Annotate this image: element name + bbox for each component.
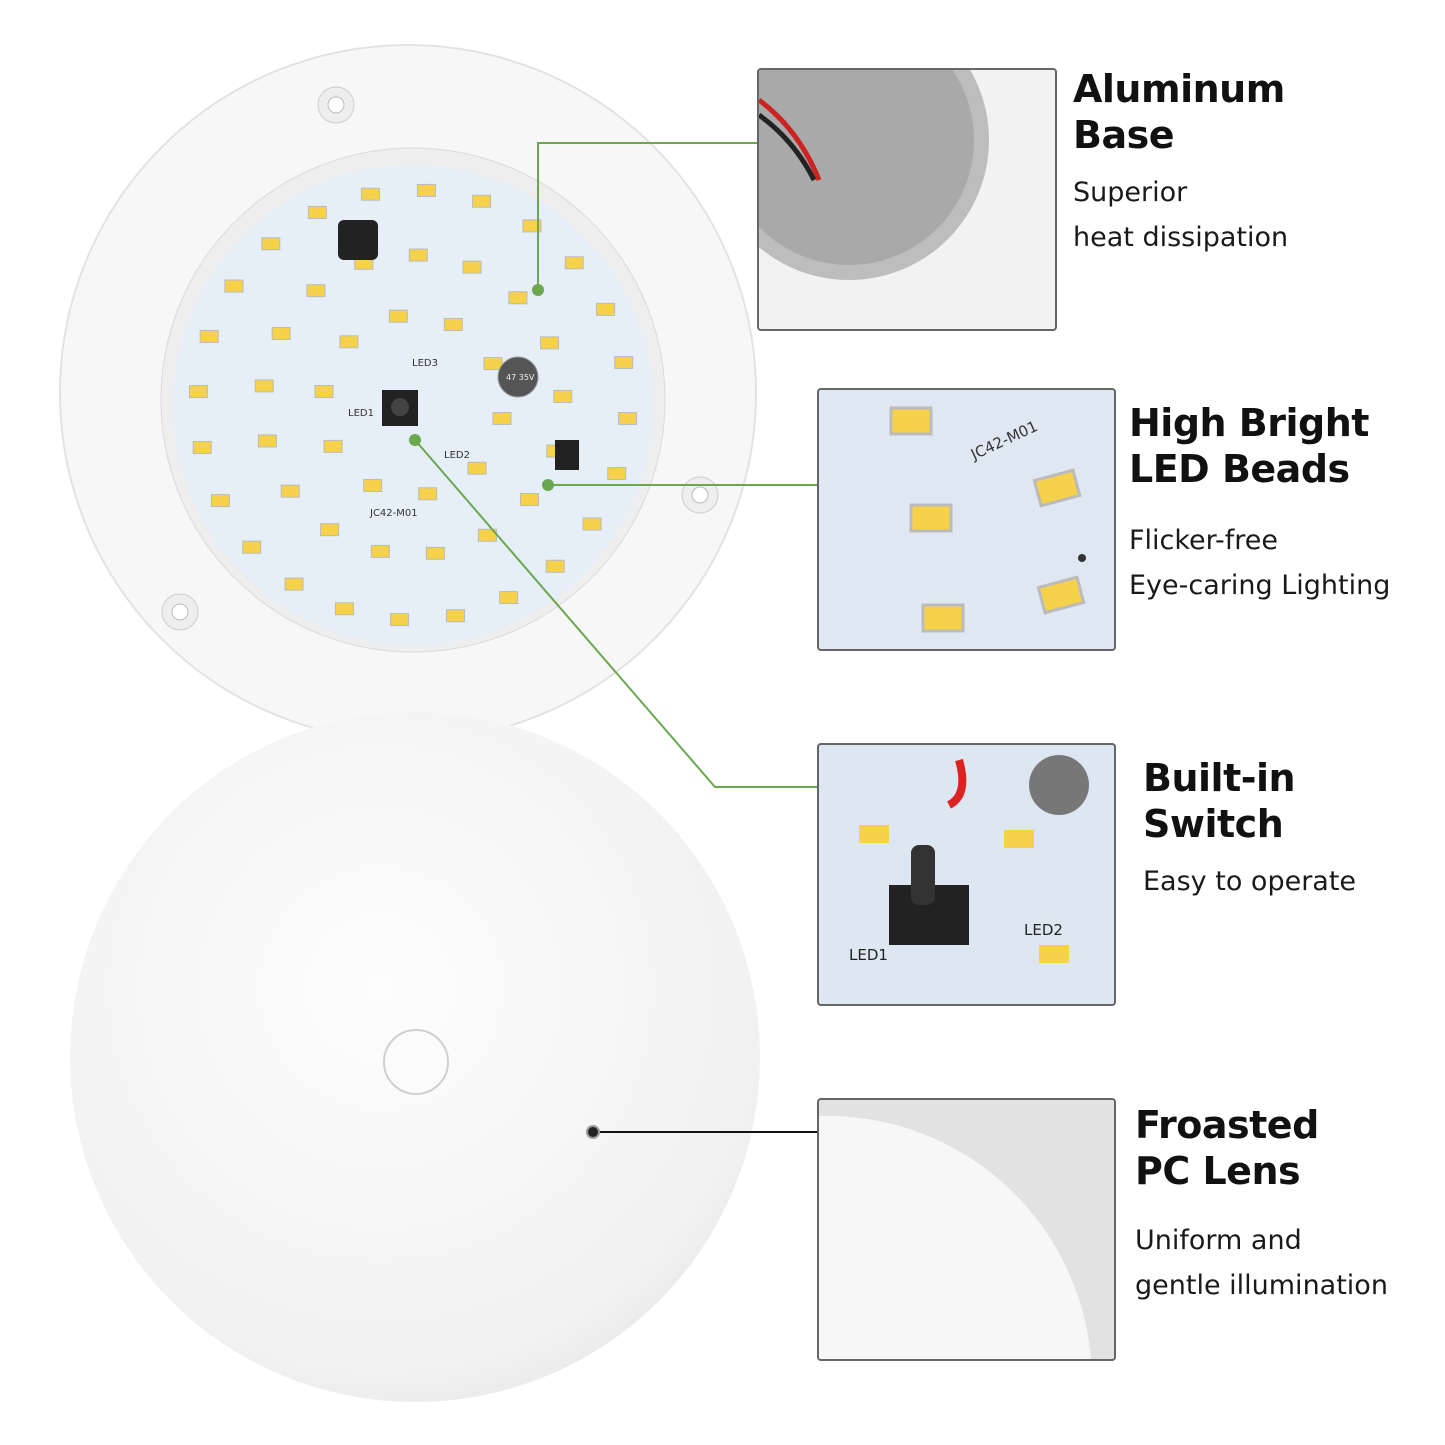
led-bead (443, 318, 463, 332)
led-bead (408, 248, 428, 262)
led-bead (388, 309, 408, 323)
feature-desc: Uniform and (1135, 1225, 1302, 1256)
pcb-label: LED2 (1024, 921, 1063, 939)
feature-desc: Easy to operate (1143, 866, 1357, 897)
led-bead (596, 302, 616, 316)
led-bead (618, 411, 638, 425)
feature-desc: Eye-caring Lighting (1129, 570, 1391, 601)
led-bead (508, 291, 528, 305)
led-bead (261, 237, 281, 251)
led-bead (472, 194, 492, 208)
led-bead (390, 613, 410, 627)
led-bead (540, 336, 560, 350)
led-beads (188, 183, 638, 627)
led-bead (254, 379, 274, 393)
feature-title: PC Lens (1135, 1149, 1301, 1193)
pcb-label: JC42-M01 (369, 508, 418, 519)
led-bead (446, 609, 466, 623)
feature-title: Aluminum (1073, 67, 1285, 111)
pcb-label: LED1 (849, 946, 888, 964)
pcb-label: JC42-M01 (967, 417, 1040, 464)
led-bead (553, 389, 573, 403)
led-bead (522, 219, 542, 233)
callout-lines (409, 142, 817, 1139)
led-beads-closeup: JC42-M01 (817, 388, 1116, 651)
led-bead (314, 385, 334, 399)
pcb-label: LED2 (444, 450, 470, 461)
led-bead (210, 494, 230, 508)
feature-desc: heat dissipation (1073, 222, 1289, 253)
led-bead (499, 591, 519, 605)
feature-title: Base (1073, 113, 1175, 157)
feature-title: High Bright (1129, 401, 1369, 445)
led-bead (199, 329, 219, 343)
led-bead (257, 434, 277, 448)
pcb-board: JC42-M01 LED1 LED2 LED3 47 35V (173, 165, 653, 645)
led-bead (483, 357, 503, 371)
lens-closeup (817, 1098, 1116, 1361)
led-bead (564, 256, 584, 270)
feature-desc: gentle illumination (1135, 1270, 1388, 1301)
led-bead (307, 205, 327, 219)
lens-switch-button (383, 1029, 449, 1095)
pcb-label: 47 35V (506, 373, 535, 382)
led-bead (363, 478, 383, 492)
led-bead (224, 279, 244, 293)
led-bead (320, 523, 340, 537)
led-bead (242, 540, 262, 554)
feature-desc: Flicker-free (1129, 525, 1279, 556)
aluminum-base-closeup (757, 68, 1057, 331)
pcb-label: LED1 (348, 408, 374, 419)
led-bead (192, 441, 212, 455)
led-bead (614, 355, 634, 369)
feature-title: Switch (1143, 802, 1284, 846)
lens-cover (70, 712, 760, 1402)
led-bead (545, 559, 565, 573)
led-bead (582, 517, 602, 531)
led-bead (339, 335, 359, 349)
feature-title: LED Beads (1129, 447, 1350, 491)
led-bead (323, 439, 343, 453)
led-bead (334, 602, 354, 616)
led-bead (284, 577, 304, 591)
led-bead (360, 187, 380, 201)
led-bead (519, 493, 539, 507)
led-bead (425, 546, 445, 560)
pcb-label: LED3 (412, 358, 438, 369)
led-bead (607, 467, 627, 481)
feature-title: Built-in (1143, 756, 1296, 800)
led-bead (462, 260, 482, 274)
led-bead (467, 461, 487, 475)
led-bead (492, 411, 512, 425)
feature-desc: Superior (1073, 177, 1188, 208)
led-bead (271, 326, 291, 340)
led-bead (306, 284, 326, 298)
switch-closeup: LED1 LED2 (817, 743, 1116, 1006)
led-bead (280, 484, 300, 498)
led-bead (416, 183, 436, 197)
feature-title: Froasted (1135, 1103, 1319, 1147)
led-bead (370, 544, 390, 558)
led-bead (418, 487, 438, 501)
led-bead (188, 385, 208, 399)
